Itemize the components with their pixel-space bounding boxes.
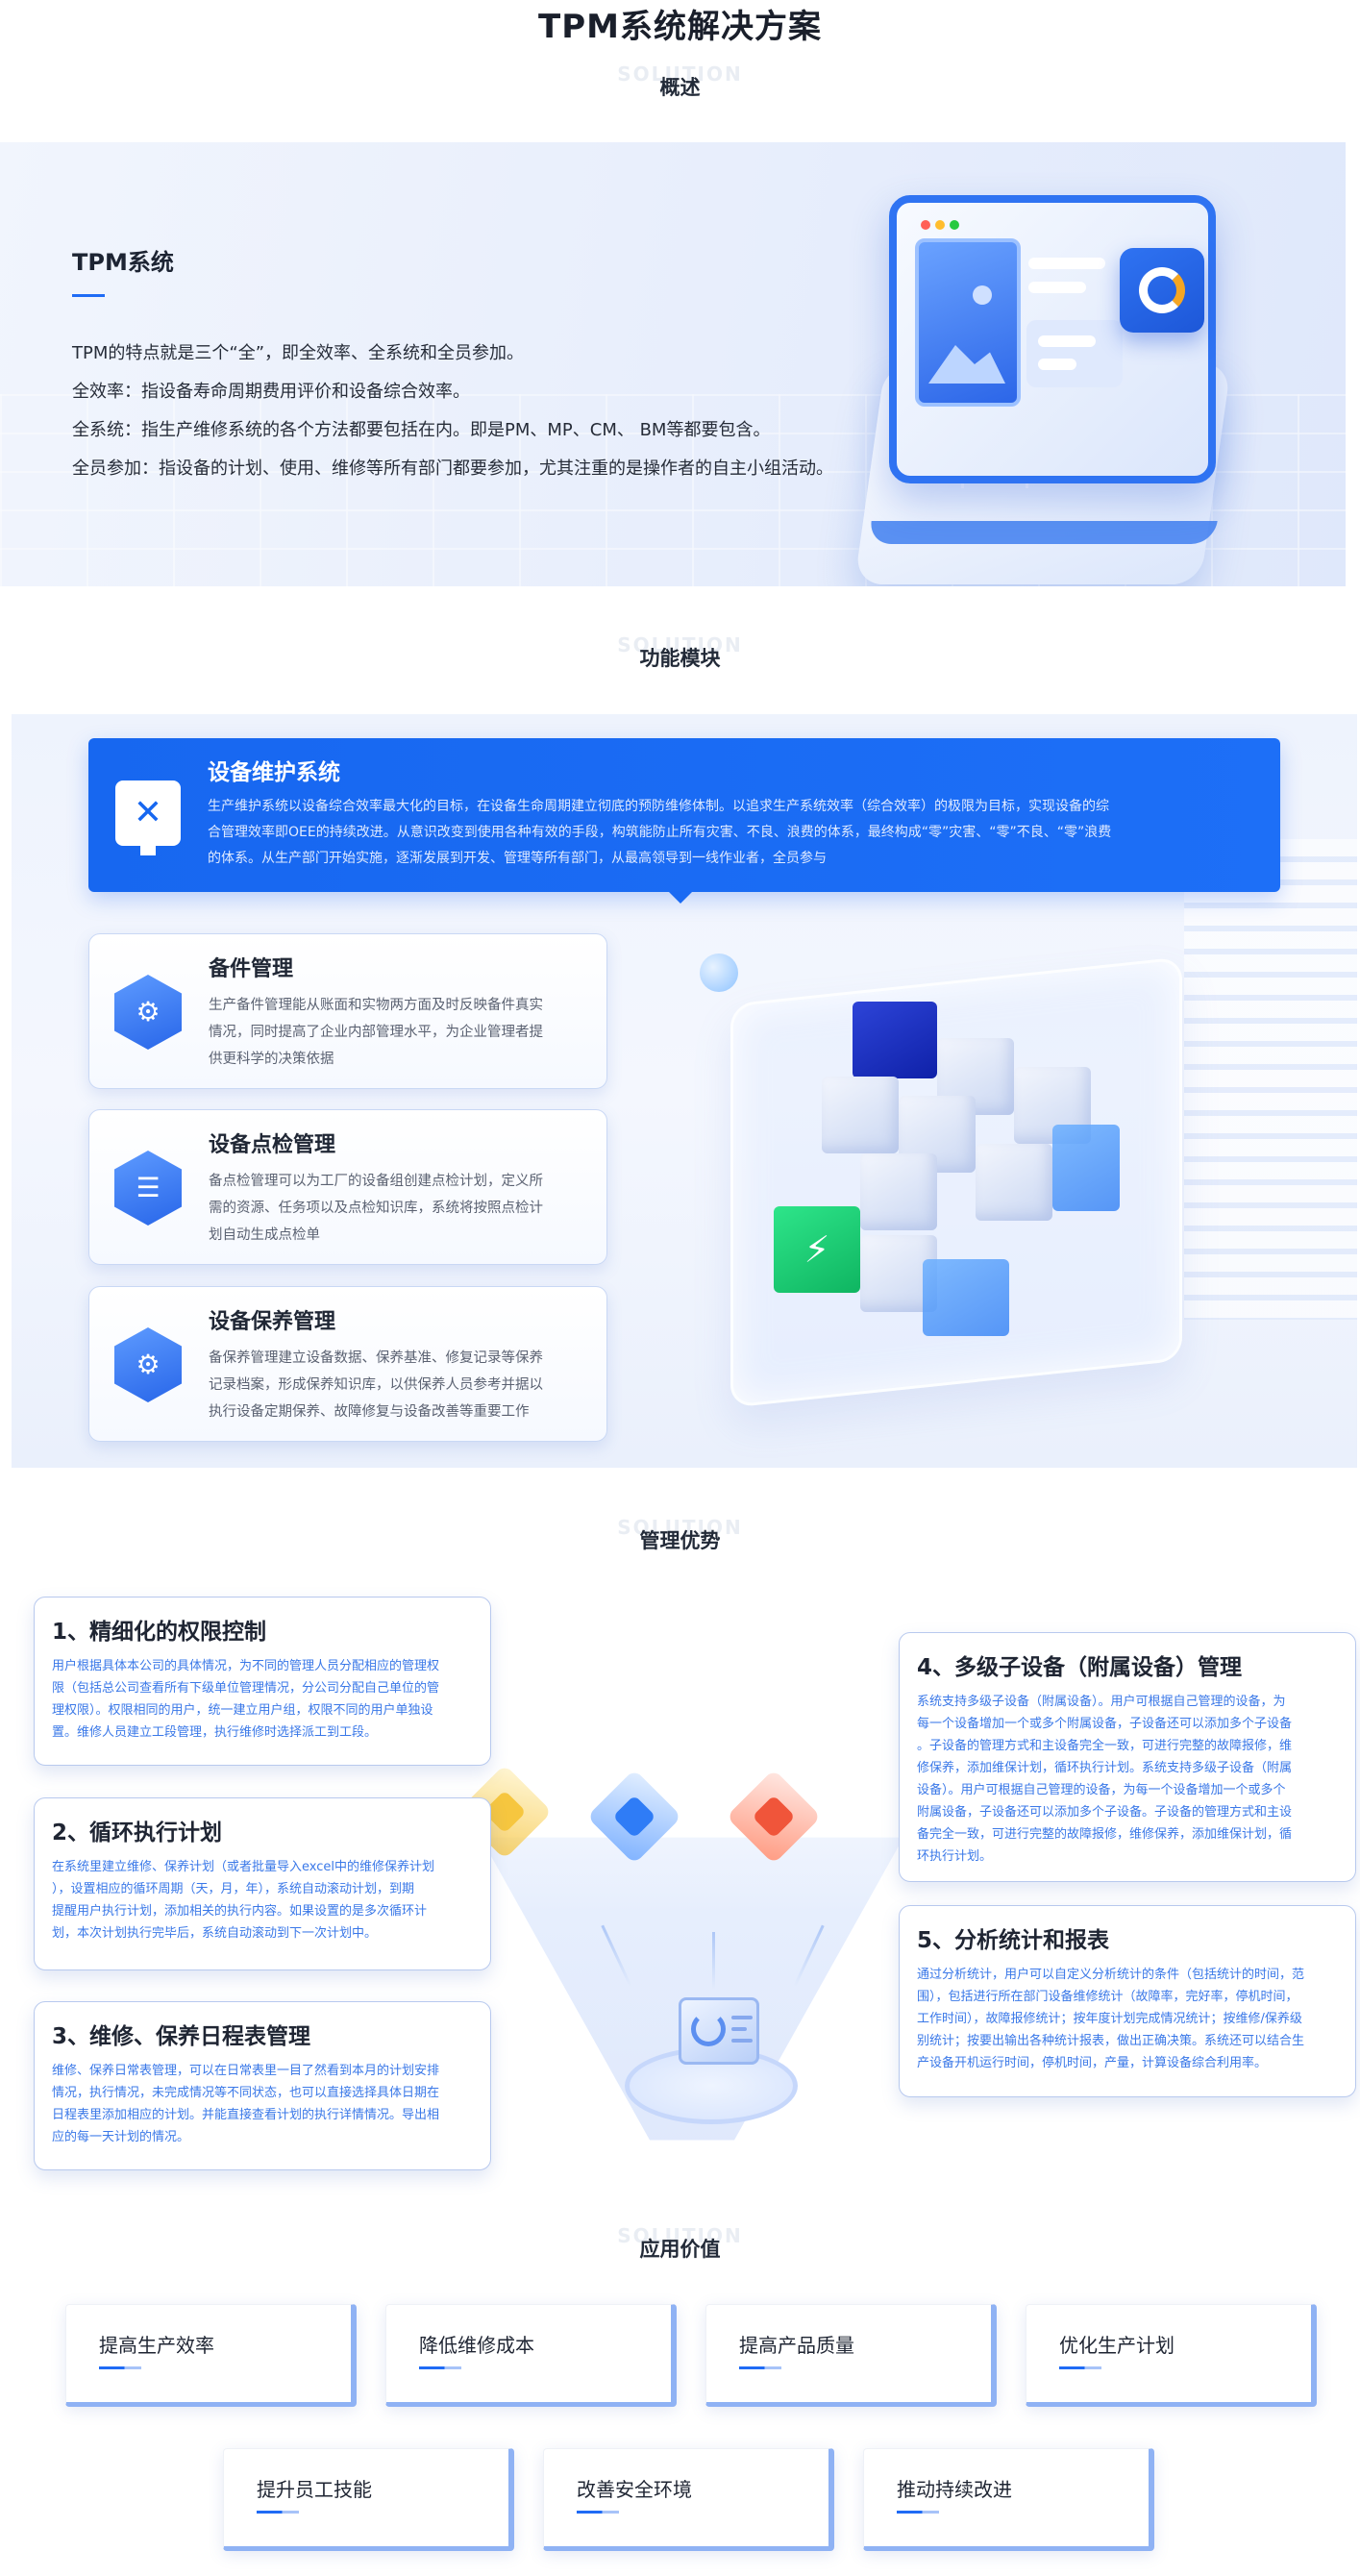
value-label: 提高产品质量 <box>739 2334 854 2357</box>
section-watermark: SOLUTION <box>617 2224 743 2247</box>
section-title: 管理优势 <box>639 1529 721 1552</box>
advantage-desc: 在系统里建立维修、保养计划（或者批量导入excel中的维修保养计划 ），设置相应… <box>52 1860 434 1941</box>
overview-text: TPM的特点就是三个“全”，即全效率、全系统和全员参加。 全效率：指设备寿命周期… <box>72 334 937 488</box>
cube-stack: ⚡ <box>764 980 1168 1384</box>
advantage-card[interactable]: 3、维修、保养日程表管理 维修、保养日常表管理，可以在日常表里一目了然看到本月的… <box>34 2001 491 2170</box>
modules-heading: SOLUTION 功能模块 <box>0 634 1360 671</box>
overview-line: 全效率：指设备寿命周期费用评价和设备综合效率。 <box>72 382 470 402</box>
overview-heading: SOLUTION 概述 <box>0 63 1360 100</box>
value-heading: SOLUTION 应用价值 <box>0 2225 1360 2262</box>
chart-icon <box>1120 248 1204 333</box>
value-label: 降低维修成本 <box>419 2334 534 2357</box>
module-desc: 备保养管理建立设备数据、保养基准、修复记录等保养 记录档案，形成保养知识库，以供… <box>209 1350 543 1420</box>
value-card[interactable]: 提升员工技能 <box>223 2448 514 2551</box>
advantage-desc: 系统支持多级子设备（附属设备）。用户可根据自己管理的设备，为 每一个设备增加一个… <box>917 1695 1293 1864</box>
advantage-title: 3、维修、保养日程表管理 <box>52 2024 311 2049</box>
tools-icon: ✕ <box>133 793 163 832</box>
advantage-card[interactable]: 5、分析统计和报表 通过分析统计，用户可以自定义分析统计的条件（包括统计的时间，… <box>899 1905 1356 2097</box>
section-title: 概述 <box>659 76 701 99</box>
module-desc: 备点检管理可以为工厂的设备组创建点检计划，定义所 需的资源、任务项以及点检知识库… <box>209 1174 543 1243</box>
value-label: 优化生产计划 <box>1059 2334 1175 2357</box>
parts-icon: ⚙ <box>114 975 182 1050</box>
page-title: TPM系统解决方案 <box>538 8 822 46</box>
module-title: 设备保养管理 <box>209 1310 336 1334</box>
featured-module-card[interactable]: ✕ 设备维护系统 生产维护系统以设备综合效率最大化的目标，在设备生命周期建立彻底… <box>88 738 1280 904</box>
bubble-decoration <box>700 954 738 992</box>
value-card[interactable]: 优化生产计划 <box>1026 2304 1317 2407</box>
overview-line: TPM的特点就是三个“全”，即全效率、全系统和全员参加。 <box>72 343 525 363</box>
module-desc: 生产备件管理能从账面和实物两方面及时反映备件真实 情况，同时提高了企业内部管理水… <box>209 998 543 1067</box>
section-watermark: SOLUTION <box>617 633 743 656</box>
value-card[interactable]: 提高产品质量 <box>705 2304 997 2407</box>
advantage-card[interactable]: 1、精细化的权限控制 用户根据具体本公司的具体情况，为不同的管理人员分配相应的管… <box>34 1597 491 1766</box>
value-label: 提高生产效率 <box>99 2334 214 2357</box>
value-label: 提升员工技能 <box>257 2478 372 2501</box>
advantage-title: 5、分析统计和报表 <box>917 1928 1110 1953</box>
advantages-heading: SOLUTION 管理优势 <box>0 1517 1360 1553</box>
overview-line: 全员参加：指设备的计划、使用、维修等所有部门都要参加，尤其注重的是操作者的自主小… <box>72 458 833 479</box>
advantage-title: 4、多级子设备（附属设备）管理 <box>917 1655 1243 1680</box>
computer-illustration <box>0 142 1346 586</box>
section-title: 功能模块 <box>639 647 721 670</box>
title-underline <box>72 294 105 297</box>
module-card[interactable]: ☰ 设备点检管理 备点检管理可以为工厂的设备组创建点检计划，定义所 需的资源、任… <box>88 1109 607 1265</box>
advantage-desc: 通过分析统计，用户可以自定义分析统计的条件（包括统计的时间，范 围），包括进行所… <box>917 1968 1305 2070</box>
value-label: 推动持续改进 <box>897 2478 1012 2501</box>
bolt-icon: ⚡ <box>804 1228 830 1271</box>
advantage-desc: 维修、保养日常表管理，可以在日常表里一目了然看到本月的计划安排 情况，执行情况，… <box>52 2064 440 2144</box>
monitor-icon: ✕ <box>115 780 181 855</box>
section-watermark: SOLUTION <box>617 1516 743 1539</box>
checklist-icon: ☰ <box>114 1151 182 1226</box>
advantage-title: 2、循环执行计划 <box>52 1821 223 1845</box>
section-title: 应用价值 <box>639 2238 721 2261</box>
advantage-card[interactable]: 4、多级子设备（附属设备）管理 系统支持多级子设备（附属设备）。用户可根据自己管… <box>899 1632 1356 1882</box>
section-watermark: SOLUTION <box>617 62 743 86</box>
advantage-desc: 用户根据具体本公司的具体情况，为不同的管理人员分配相应的管理权 限（包括总公司查… <box>52 1659 440 1740</box>
overview-title: TPM系统 <box>72 249 174 276</box>
advantage-card[interactable]: 2、循环执行计划 在系统里建立维修、保养计划（或者批量导入excel中的维修保养… <box>34 1797 491 1970</box>
module-card[interactable]: ⚙ 备件管理 生产备件管理能从账面和实物两方面及时反映备件真实 情况，同时提高了… <box>88 933 607 1089</box>
value-card[interactable]: 提高生产效率 <box>65 2304 357 2407</box>
value-card[interactable]: 降低维修成本 <box>385 2304 677 2407</box>
value-card[interactable]: 推动持续改进 <box>863 2448 1154 2551</box>
module-title: 备件管理 <box>209 957 294 981</box>
module-card[interactable]: ⚙ 设备保养管理 备保养管理建立设备数据、保养基准、修复记录等保养 记录档案，形… <box>88 1286 607 1442</box>
overview-line: 全系统：指生产维修系统的各个方法都要包括在内。即是PM、MP、CM、 BM等都要… <box>72 420 771 440</box>
module-title: 设备点检管理 <box>209 1133 336 1157</box>
value-card[interactable]: 改善安全环境 <box>543 2448 834 2551</box>
featured-module-title: 设备维护系统 <box>208 760 340 785</box>
advantage-title: 1、精细化的权限控制 <box>52 1620 267 1645</box>
gear-icon: ⚙ <box>114 1327 182 1402</box>
dashboard-icon <box>679 1997 759 2065</box>
featured-module-desc: 生产维护系统以设备综合效率最大化的目标，在设备生命周期建立彻底的预防维修体制。以… <box>208 799 1112 866</box>
value-label: 改善安全环境 <box>577 2478 692 2501</box>
